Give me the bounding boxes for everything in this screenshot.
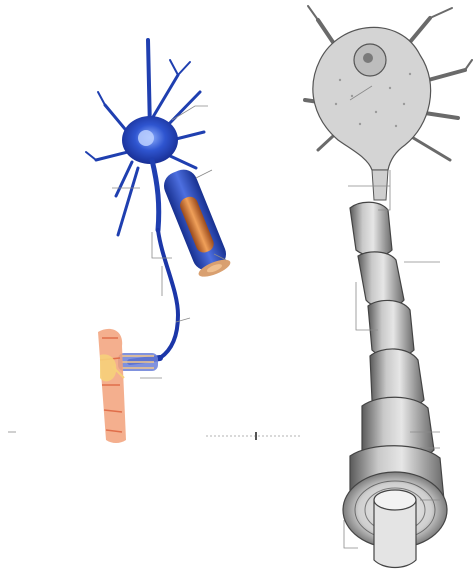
right-nerve-engraving bbox=[305, 6, 472, 568]
fiber-cross-section bbox=[343, 472, 447, 568]
nucleus bbox=[138, 130, 154, 146]
target-cell bbox=[98, 329, 126, 443]
axon-terminal bbox=[118, 353, 160, 371]
axon-initial bbox=[152, 160, 159, 230]
engraved-nucleolus bbox=[363, 53, 373, 63]
left-neuron-illustration bbox=[8, 40, 300, 443]
myelin-cutaway bbox=[160, 165, 233, 280]
myelin-sheath-segments bbox=[350, 202, 444, 515]
scale-marker bbox=[206, 432, 300, 440]
engraved-axon-hillock bbox=[372, 170, 388, 200]
axon bbox=[158, 230, 178, 358]
